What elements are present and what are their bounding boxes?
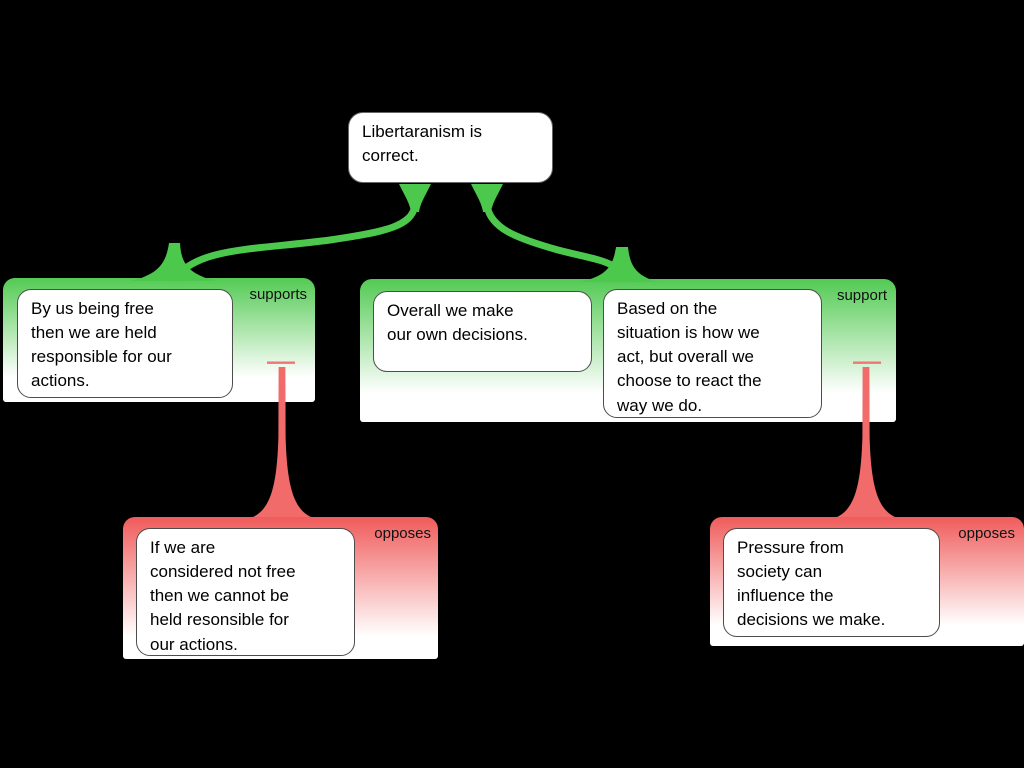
supports-group-left-label: supports xyxy=(249,286,307,303)
reason-box-not-free[interactable]: If we are considered not free then we ca… xyxy=(136,528,355,656)
reason-text: If we are considered not free then we ca… xyxy=(150,538,296,654)
support-connector-left-curve xyxy=(171,205,419,283)
reason-box-own-decisions[interactable]: Overall we make our own decisions. xyxy=(373,291,592,372)
reason-text: Overall we make our own decisions. xyxy=(387,301,528,345)
support-group-right[interactable]: support Overall we make our own decision… xyxy=(360,279,896,422)
supports-group-left[interactable]: supports By us being free then we are he… xyxy=(3,278,315,402)
claim-node[interactable]: Libertaranism is correct. xyxy=(348,112,553,183)
reason-text: Pressure from society can influence the … xyxy=(737,538,886,630)
support-connector-left-flare xyxy=(131,243,216,281)
reason-box-free-responsible[interactable]: By us being free then we are held respon… xyxy=(17,289,233,398)
support-group-right-label: support xyxy=(836,287,887,304)
opposes-group-right[interactable]: opposes Pressure from society can influe… xyxy=(710,517,1024,646)
reason-text: Based on the situation is how we act, bu… xyxy=(617,299,762,415)
support-connector-right-flare xyxy=(580,247,658,282)
support-connector-left-source-foot xyxy=(399,184,431,212)
opposes-group-left-label: opposes xyxy=(374,525,431,542)
opposes-group-right-label: opposes xyxy=(958,525,1015,542)
support-connector-right-source-foot xyxy=(471,184,503,212)
support-connector-left xyxy=(131,184,431,283)
claim-text: Libertaranism is correct. xyxy=(362,122,482,166)
support-connector-right xyxy=(471,184,658,284)
reason-text: By us being free then we are held respon… xyxy=(31,299,172,391)
support-connector-right-curve xyxy=(483,205,628,284)
reason-box-society-pressure[interactable]: Pressure from society can influence the … xyxy=(723,528,940,637)
opposes-group-left[interactable]: opposes If we are considered not free th… xyxy=(123,517,438,659)
reason-box-choose-react[interactable]: Based on the situation is how we act, bu… xyxy=(603,289,822,418)
